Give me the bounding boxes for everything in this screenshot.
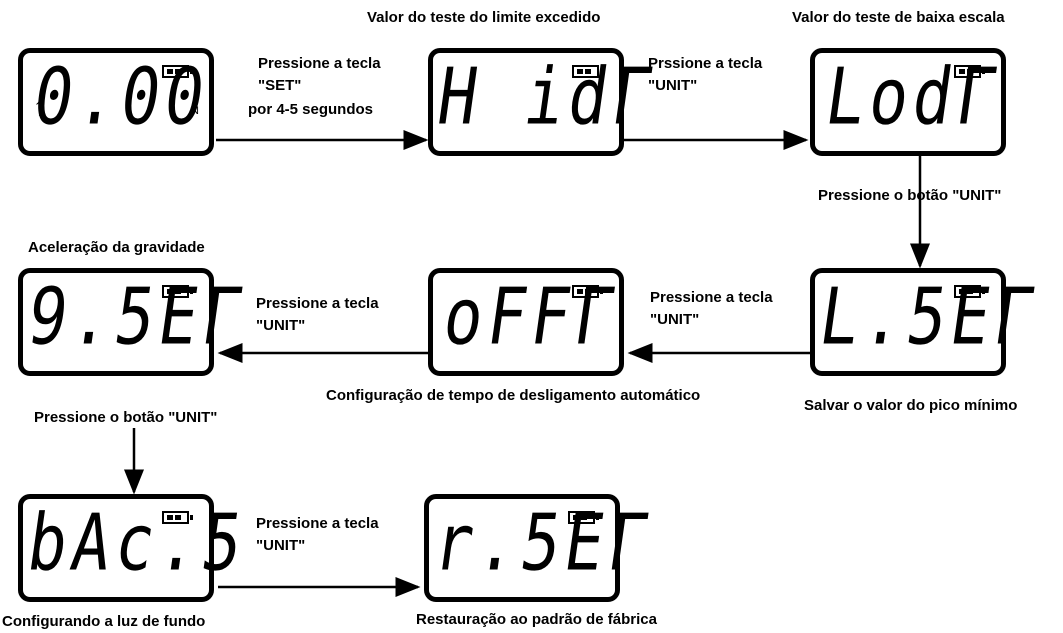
step-unit6: Pressione o botão "UNIT" (34, 409, 218, 426)
battery-icon (162, 65, 193, 78)
step-set-line2: "SET" (258, 77, 302, 94)
battery-icon (162, 285, 193, 298)
battery-icon (568, 511, 599, 524)
lcd-screen-rset: r.5EΓ (424, 494, 658, 602)
lcd-screen-bacs: bAc.5 (18, 494, 252, 602)
step-unit3: Pressione o botão "UNIT" (818, 187, 1002, 204)
battery-icon (954, 65, 985, 78)
title-hidr: Valor do teste do limite excedido (367, 9, 601, 26)
title-bacs: Configurando a luz de fundo (2, 613, 206, 630)
step-set-line3: por 4-5 segundos (248, 101, 374, 118)
lcd-screen-zero: ↑ 0.00 N (18, 48, 215, 156)
title-lodr: Valor do teste de baixa escala (792, 9, 1005, 26)
battery-icon (954, 285, 985, 298)
step-unit2-line2: "UNIT" (648, 77, 698, 94)
step-unit7-line2: "UNIT" (256, 537, 306, 554)
lcd-display-value: L.5EΓ (814, 272, 1045, 364)
title-rset: Restauração ao padrão de fábrica (416, 611, 657, 628)
lcd-display-value: H idΓ (432, 52, 663, 144)
lcd-screen-gset: 9.5EΓ (18, 268, 252, 376)
lcd-display-value: 0.00 (28, 52, 215, 144)
lcd-display-value: r.5EΓ (428, 498, 659, 590)
step-unit4-line2: "UNIT" (650, 311, 700, 328)
step-unit7-line1: Pressione a tecla (256, 515, 379, 532)
step-unit4-line1: Pressione a tecla (650, 289, 773, 306)
step-unit2-line1: Prssione a tecla (648, 55, 763, 72)
title-lset: Salvar o valor do pico mínimo (804, 397, 1018, 414)
lcd-screen-lodr: LodΓ (810, 48, 1007, 156)
title-off: Configuração de tempo de desligamento au… (326, 387, 701, 404)
up-arrow-icon: ↑ (33, 91, 46, 121)
battery-icon (572, 285, 603, 298)
step-set-line1: Pressione a tecla (258, 55, 381, 72)
lcd-display-value: LodΓ (820, 52, 1007, 144)
lcd-screen-lset: L.5EΓ (810, 268, 1044, 376)
battery-icon (162, 511, 193, 524)
step-unit5-line2: "UNIT" (256, 317, 306, 334)
lcd-unit: N (191, 105, 199, 117)
title-gset: Aceleração da gravidade (28, 239, 205, 256)
lcd-screen-off: oFFΓ (428, 268, 625, 376)
lcd-display-value: oFFΓ (438, 272, 625, 364)
battery-icon (572, 65, 603, 78)
lcd-display-value: bAc.5 (22, 498, 253, 590)
lcd-screen-hidr: H idΓ (428, 48, 662, 156)
step-unit5-line1: Pressione a tecla (256, 295, 379, 312)
lcd-display-value: 9.5EΓ (22, 272, 253, 364)
